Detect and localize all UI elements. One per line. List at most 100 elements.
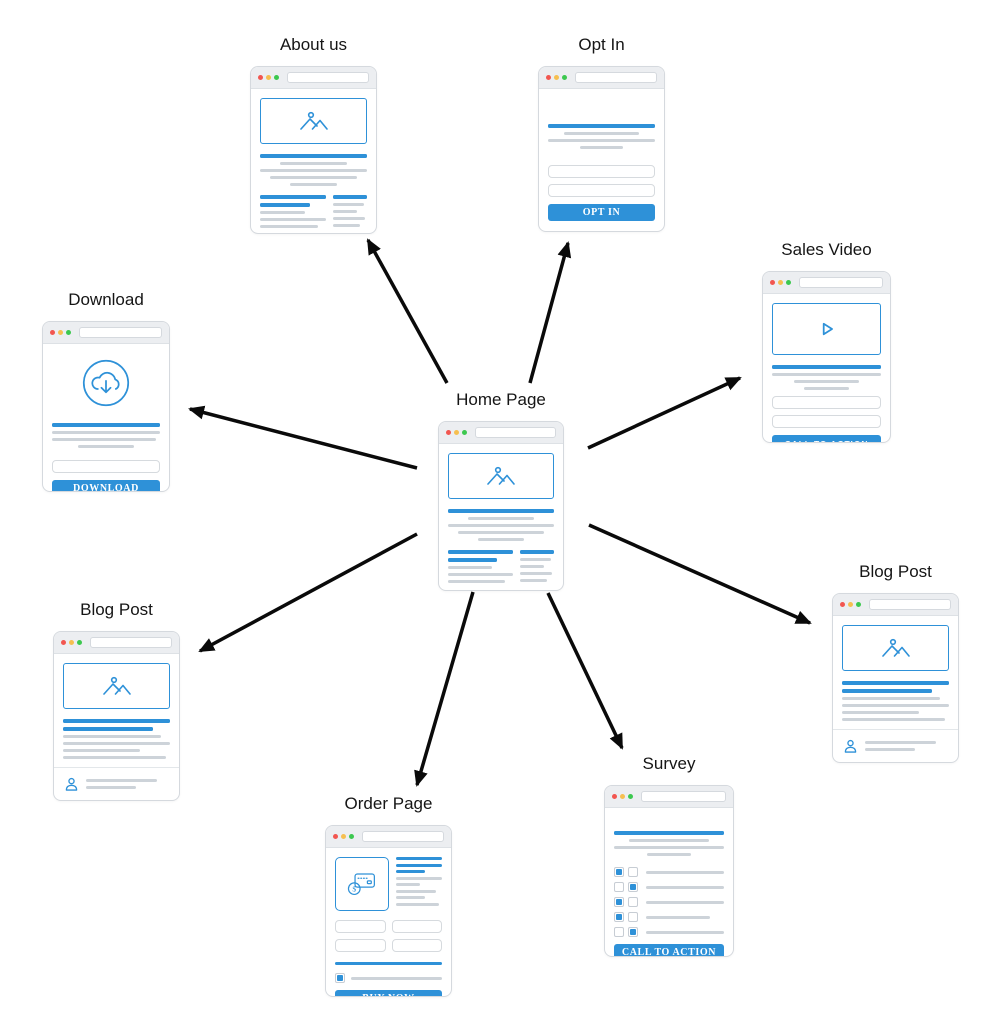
skeleton-line xyxy=(332,195,367,199)
address-bar[interactable] xyxy=(287,72,369,83)
buy-now-button[interactable]: BUY NOW xyxy=(335,990,442,996)
skeleton-line xyxy=(842,681,949,685)
checkbox[interactable] xyxy=(628,912,638,922)
checkbox-checked[interactable] xyxy=(614,912,624,922)
form-input[interactable] xyxy=(772,396,881,409)
form-input[interactable] xyxy=(335,920,386,933)
skeleton-line xyxy=(52,438,156,441)
browser-window-download: DOWNLOAD xyxy=(42,321,170,492)
address-bar[interactable] xyxy=(641,791,726,802)
browser-window-survey: CALL TO ACTION xyxy=(604,785,734,957)
checkbox[interactable] xyxy=(335,973,345,983)
close-dot-icon xyxy=(333,834,338,839)
address-bar[interactable] xyxy=(869,599,951,610)
skeleton-line xyxy=(63,727,153,731)
checkbox[interactable] xyxy=(614,882,624,892)
skeleton-line xyxy=(260,225,318,228)
skeleton-line xyxy=(646,885,724,889)
address-bar[interactable] xyxy=(79,327,162,338)
address-bar[interactable] xyxy=(799,277,883,288)
form-input[interactable] xyxy=(391,920,442,933)
survey-option-row xyxy=(614,882,724,892)
close-dot-icon xyxy=(770,280,775,285)
address-bar[interactable] xyxy=(475,427,556,438)
two-column-text xyxy=(448,550,554,583)
play-icon xyxy=(822,322,833,336)
skeleton-line xyxy=(332,217,366,220)
page-content xyxy=(251,89,376,233)
optin-button[interactable]: OPT IN xyxy=(548,204,655,221)
address-bar[interactable] xyxy=(575,72,657,83)
node-optin: Opt In OPT IN xyxy=(538,34,665,232)
browser-titlebar xyxy=(326,826,451,848)
skeleton-line xyxy=(614,831,724,835)
checkbox-checked[interactable] xyxy=(628,882,638,892)
skeleton-line xyxy=(269,176,358,179)
form-input[interactable] xyxy=(772,415,881,428)
checkbox[interactable] xyxy=(614,927,624,937)
two-column-text xyxy=(260,195,367,228)
arrow-home-to-blog_right xyxy=(588,523,812,625)
form-input[interactable] xyxy=(548,184,655,197)
skeleton-line xyxy=(396,857,442,860)
image-placeholder xyxy=(448,453,554,499)
zoom-dot-icon xyxy=(77,640,82,645)
skeleton-line xyxy=(629,839,709,842)
skeleton-line xyxy=(332,224,361,227)
checkbox-checked[interactable] xyxy=(628,927,638,937)
skeleton-line xyxy=(842,711,920,714)
browser-window-optin: OPT IN xyxy=(538,66,665,232)
skeleton-line xyxy=(396,863,442,867)
video-player[interactable] xyxy=(772,303,881,355)
zoom-dot-icon xyxy=(66,330,71,335)
page-content xyxy=(833,616,958,762)
close-dot-icon xyxy=(840,602,845,607)
skeleton-line xyxy=(280,162,347,165)
skeleton-line xyxy=(260,154,367,158)
call-to-action-button[interactable]: CALL TO ACTION xyxy=(614,944,724,956)
browser-titlebar xyxy=(605,786,733,808)
skeleton-line xyxy=(580,146,623,149)
person-icon xyxy=(65,777,78,791)
form-input[interactable] xyxy=(548,165,655,178)
zoom-dot-icon xyxy=(628,794,633,799)
form-input[interactable] xyxy=(335,939,386,952)
browser-window-about xyxy=(250,66,377,234)
node-blog-right: Blog Post xyxy=(832,561,959,763)
checkbox[interactable] xyxy=(628,897,638,907)
arrow-home-to-sales_video xyxy=(587,376,742,450)
page-title: Blog Post xyxy=(80,600,153,619)
browser-window-order: $ xyxy=(325,825,452,997)
skeleton-line xyxy=(842,718,945,721)
checkbox-checked[interactable] xyxy=(614,897,624,907)
close-dot-icon xyxy=(612,794,617,799)
arrow-home-to-download xyxy=(188,405,418,470)
skeleton-line xyxy=(260,195,326,199)
download-button[interactable]: DOWNLOAD xyxy=(52,480,160,491)
cloud-download-icon xyxy=(82,359,130,407)
skeleton-line xyxy=(448,524,554,527)
call-to-action-button[interactable]: CALL TO ACTION xyxy=(772,435,881,442)
address-bar[interactable] xyxy=(90,637,172,648)
form-input[interactable] xyxy=(391,939,442,952)
skeleton-line xyxy=(548,124,655,128)
skeleton-line xyxy=(772,373,881,376)
skeleton-line xyxy=(63,735,162,738)
image-placeholder xyxy=(842,625,949,671)
minimize-dot-icon xyxy=(58,330,63,335)
page-title: Survey xyxy=(642,754,696,773)
address-bar[interactable] xyxy=(362,831,444,842)
skeleton-line xyxy=(396,889,437,893)
node-order: Order Page $ xyxy=(325,793,452,997)
skeleton-line xyxy=(260,169,367,172)
form-input[interactable] xyxy=(52,460,160,473)
skeleton-line xyxy=(448,550,513,554)
checkbox[interactable] xyxy=(628,867,638,877)
skeleton-line xyxy=(646,915,710,919)
page-content: OPT IN xyxy=(539,89,664,231)
survey-option-row xyxy=(614,867,724,877)
skeleton-line xyxy=(63,742,170,745)
credit-card-dollar-icon: $ xyxy=(347,873,375,896)
checkbox-checked[interactable] xyxy=(614,867,624,877)
